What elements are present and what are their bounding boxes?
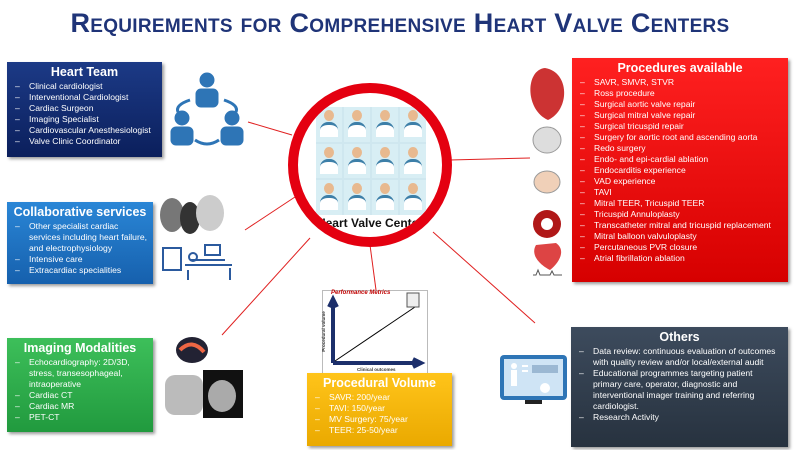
metrics-axes <box>327 292 426 369</box>
list-item: Echocardiography: 2D/3D, stress, transes… <box>13 357 147 390</box>
list-item: Extracardiac specialities <box>13 265 147 276</box>
volume-title: Procedural Volume <box>323 376 436 390</box>
list-item: Imaging Specialist <box>13 114 156 125</box>
list-item: Tricuspid Annuloplasty <box>578 209 782 220</box>
list-item: Cardiac Surgeon <box>13 103 156 114</box>
list-item: Cardiac MR <box>13 401 147 412</box>
list-item: Other specialist cardiac services includ… <box>13 221 147 254</box>
list-item: Endo- and epi-cardial ablation <box>578 154 782 165</box>
list-item: TEER: 25-50/year <box>313 425 446 436</box>
staff-photo-grid <box>316 107 426 215</box>
list-item: SAVR: 200/year <box>313 392 446 403</box>
list-item: TAVI: 150/year <box>313 403 446 414</box>
heart-team-box: Heart Team Clinical cardiologistInterven… <box>7 62 162 157</box>
collaborative-services-box: Collaborative services Other specialist … <box>7 202 153 284</box>
list-item: Data review: continuous evaluation of ou… <box>577 346 782 368</box>
imaging-title: Imaging Modalities <box>23 341 137 355</box>
list-item: Cardiac CT <box>13 390 147 401</box>
heart-valve-center-circle: Heart Valve Center <box>288 83 452 247</box>
list-item: Cardiovascular Anesthesiologist <box>13 125 156 136</box>
performance-metrics-title: Performance Metrics <box>331 290 391 296</box>
list-item: Valve Clinic Coordinator <box>13 136 156 147</box>
imaging-modalities-box: Imaging Modalities Echocardiography: 2D/… <box>7 338 153 432</box>
list-item: Surgical tricuspid repair <box>578 121 782 132</box>
list-item: Endocarditis experience <box>578 165 782 176</box>
list-item: Intensive care <box>13 254 147 265</box>
list-item: Percutaneous PVR closure <box>578 242 782 253</box>
clipboard-icon <box>406 292 420 308</box>
list-item: Redo surgery <box>578 143 782 154</box>
list-item: VAD experience <box>578 176 782 187</box>
performance-metrics-chart: Performance Metrics Procedural volume Cl… <box>320 290 428 374</box>
monitor-icon <box>500 355 567 404</box>
y-axis-label: Procedural volume <box>320 311 326 352</box>
list-item: PET-CT <box>13 412 147 423</box>
list-item: Educational programmes targeting patient… <box>577 368 782 412</box>
heart-team-title: Heart Team <box>50 65 119 79</box>
others-title: Others <box>659 330 700 344</box>
list-item: MV Surgery: 75/year <box>313 414 446 425</box>
list-item: Mitral balloon valvuloplasty <box>578 231 782 242</box>
hospital-bed-icon <box>162 244 232 280</box>
list-item: Surgical mitral valve repair <box>578 110 782 121</box>
list-item: Surgery for aortic root and ascending ao… <box>578 132 782 143</box>
imaging-icon <box>165 337 243 418</box>
list-item: Atrial fibrillation ablation <box>578 253 782 264</box>
list-item: Research Activity <box>577 412 782 423</box>
team-icon <box>170 72 244 146</box>
list-item: Ross procedure <box>578 88 782 99</box>
x-axis-label: Clinical outcomes <box>357 367 396 372</box>
procedures-title: Procedures available <box>617 61 743 75</box>
list-item: Transcatheter mitral and tricuspid repla… <box>578 220 782 231</box>
heart-anatomy-icon <box>530 68 565 276</box>
list-item: SAVR, SMVR, STVR <box>578 77 782 88</box>
list-item: TAVI <box>578 187 782 198</box>
organs-icon <box>160 195 224 234</box>
list-item: Clinical cardiologist <box>13 81 156 92</box>
procedures-box: Procedures available SAVR, SMVR, STVRRos… <box>572 58 788 282</box>
procedural-volume-box: Procedural Volume SAVR: 200/yearTAVI: 15… <box>307 373 452 446</box>
list-item: Surgical aortic valve repair <box>578 99 782 110</box>
list-item: Interventional Cardiologist <box>13 92 156 103</box>
center-label: Heart Valve Center <box>316 216 424 230</box>
others-box: Others Data review: continuous evaluatio… <box>571 327 788 447</box>
collaborative-title: Collaborative services <box>13 205 147 219</box>
list-item: Mitral TEER, Tricuspid TEER <box>578 198 782 209</box>
page-title: Requirements for Comprehensive Heart Val… <box>70 8 730 38</box>
